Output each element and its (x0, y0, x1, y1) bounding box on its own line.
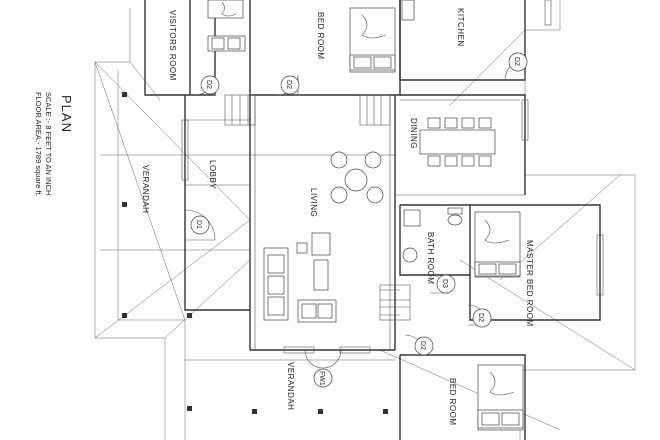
room-label-living: LIVING (309, 188, 318, 217)
door-tag-d2-bottom: D2 (419, 341, 426, 350)
room-label-bed-bottom: BED ROOM (448, 378, 457, 426)
room-label-verandah-left: VERANDAH (141, 165, 150, 213)
room-label-lobby: LOBBY (208, 160, 217, 189)
room-label-kitchen: KITCHEN (456, 8, 465, 47)
furniture (207, 0, 524, 431)
windows (181, 0, 604, 354)
plan-scale: SCALE :- 8 FEET TO AN INCH (44, 92, 53, 195)
room-label-verandah-bottom: VERANDAH (286, 362, 295, 410)
door-tag-d2-visitors: D2 (205, 80, 212, 89)
door-tag-d2-kitchen: D2 (513, 57, 520, 66)
room-label-master: MASTER BED ROOM (525, 240, 534, 327)
door-tag-d2-master: D2 (477, 313, 484, 322)
secondary-lines (185, 94, 525, 361)
door-tag-d2-bed: D2 (285, 80, 292, 89)
door-tag-fw1: FW1 (318, 371, 325, 386)
room-label-bed-top: BED ROOM (316, 12, 325, 60)
door-tags: D2 D2 D2 D1 D3 D2 D2 FW1 (190, 52, 528, 388)
door-tag-d3: D3 (441, 279, 448, 288)
door-tag-d1: D1 (195, 220, 202, 229)
verandah-posts (122, 92, 388, 414)
room-label-bath: BATH ROOM (426, 232, 435, 284)
floor-area: FLOOR AREA:- 1789 square ft. (34, 92, 43, 197)
room-label-visitors: VISITORS ROOM (168, 10, 177, 81)
plan-title: PLAN (59, 95, 74, 133)
room-label-dining: DINING (409, 118, 418, 149)
